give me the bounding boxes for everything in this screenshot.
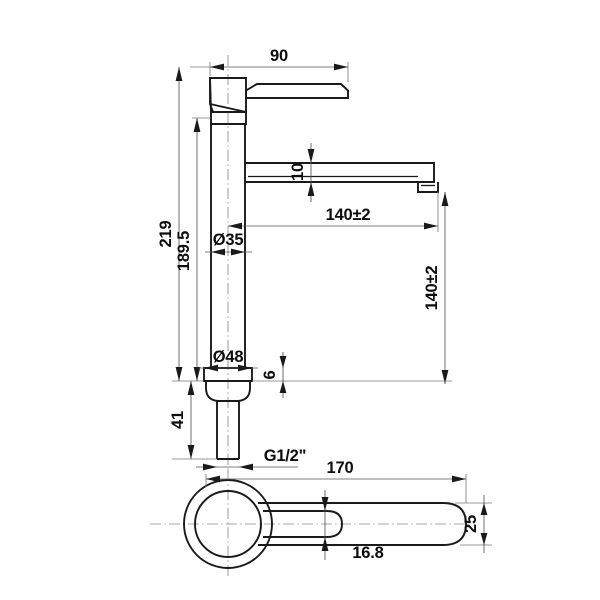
handle-shoulder-outline (209, 78, 214, 113)
dimension-label-90: 90 (270, 47, 288, 65)
arrow-d35-right (211, 248, 225, 256)
base-skirt-outline (205, 381, 251, 402)
dimension-16-8: 16.8 (321, 490, 384, 562)
arrow-6-top (279, 356, 287, 368)
dimension-6: 6 (261, 352, 287, 398)
arrow-10-top (307, 149, 315, 163)
arrow-6-bottom (279, 381, 287, 393)
dimension-189-5: 189.5 (175, 117, 211, 381)
dimension-label-diameter-35: Ø35 (213, 231, 244, 249)
arrow-170-right (452, 475, 466, 483)
dimension-label-25: 25 (462, 515, 480, 533)
plan-spout-outer-outline (258, 502, 467, 546)
arrow-10-bottom (307, 182, 315, 196)
arrow-219-top (175, 67, 183, 81)
arrow-d48-right (204, 364, 218, 372)
arrow-25-bottom (480, 533, 488, 545)
dimension-170: 170 (205, 459, 467, 503)
plan-spout-inner-outline (263, 510, 343, 538)
arrow-41-top (187, 381, 195, 395)
arrow-140v-bottom (441, 370, 449, 384)
arrow-140h-right (424, 222, 438, 230)
dimension-140-vertical: 140±2 (252, 192, 452, 384)
dimension-label-140-vertical: 140±2 (423, 266, 441, 311)
dimension-g-half-inch: G1/2" (196, 447, 307, 471)
spout-arm-outline (245, 162, 435, 183)
arrow-140v-top (441, 192, 449, 206)
dimension-10: 10 (289, 143, 315, 202)
arrow-41-bottom (187, 445, 195, 459)
cartridge-collar-outline (210, 111, 247, 125)
arrow-25-top (480, 503, 488, 515)
dimension-41: 41 (169, 381, 217, 460)
dimension-label-6: 6 (261, 370, 279, 379)
arrow-140h-left (228, 222, 242, 230)
dimension-diameter-35: Ø35 (205, 231, 252, 256)
plan-base-outer-circle (183, 479, 273, 569)
spout-outlet-outline (417, 182, 439, 193)
dimension-25: 25 (455, 495, 492, 553)
dimension-label-diameter-48: Ø48 (213, 348, 244, 366)
dimension-label-170: 170 (327, 459, 354, 477)
dimension-diameter-48: Ø48 (198, 348, 258, 372)
plan-base-inner-circle (194, 490, 262, 558)
arrow-90-left (210, 63, 224, 71)
arrow-90-right (334, 63, 348, 71)
column-outline (210, 124, 246, 368)
dimension-label-16-8: 16.8 (352, 544, 383, 562)
dimension-label-41: 41 (169, 411, 187, 429)
faucet-elevation-geometry (203, 77, 439, 460)
arrow-d48-left (238, 364, 252, 372)
dimension-label-10: 10 (289, 163, 307, 181)
dimension-label-189-5: 189.5 (175, 231, 193, 271)
faucet-plan-geometry (183, 479, 467, 569)
dimension-219: 219 (157, 66, 210, 382)
dimension-label-140-horizontal: 140±2 (326, 206, 371, 224)
arrow-189-bottom (193, 367, 201, 381)
centerlines (150, 55, 470, 578)
threaded-shank-outline (216, 401, 240, 460)
handle-shoulder-taper (209, 103, 247, 113)
arrow-219-bottom (175, 367, 183, 381)
lever-handle-outline (245, 83, 349, 99)
arrow-d35-left (231, 248, 245, 256)
dimension-90: 90 (209, 47, 349, 82)
dimension-label-g-half-inch: G1/2" (264, 447, 307, 465)
dimension-140-horizontal: 140±2 (228, 192, 439, 232)
arrow-g12-right (239, 463, 253, 471)
arrow-170-left (206, 475, 220, 483)
dimension-label-219: 219 (157, 221, 175, 248)
arrow-16-8-top (321, 497, 329, 511)
arrow-189-top (193, 118, 201, 132)
arrow-16-8-bottom (321, 537, 329, 551)
arrow-g12-left (203, 463, 217, 471)
